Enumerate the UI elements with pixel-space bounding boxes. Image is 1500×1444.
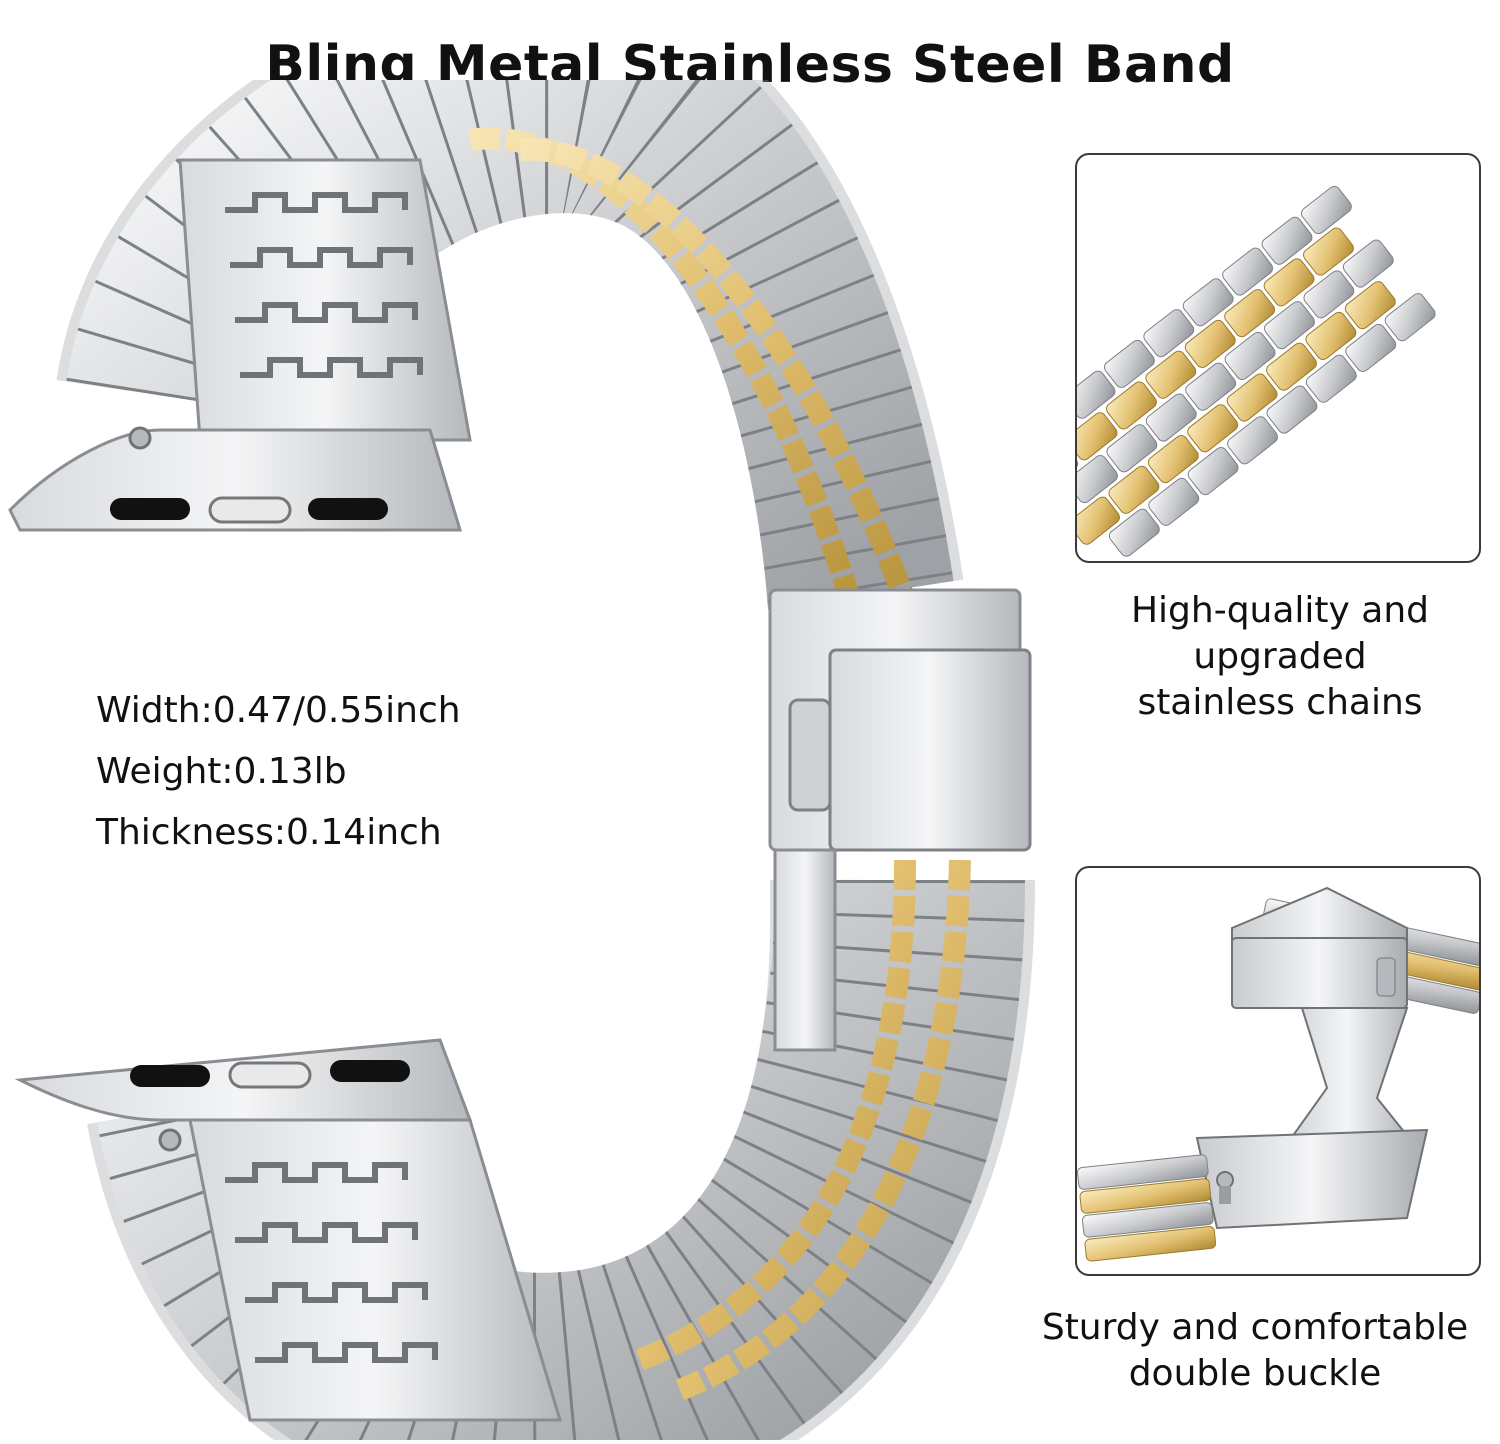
bottom-connector: [14, 1038, 563, 1422]
chain-closeup-illustration: [1077, 185, 1436, 557]
chain-closeup-image: [1075, 153, 1481, 563]
chain-caption-line-1: High-quality and: [1130, 590, 1430, 631]
watch-band-image: [0, 0, 1070, 1444]
buckle: [768, 588, 1032, 1052]
top-connector: [8, 158, 472, 532]
buckle-feature-caption: Sturdy and comfortable double buckle: [1010, 1305, 1500, 1397]
buckle-caption-line-1: Sturdy and comfortable: [1041, 1307, 1469, 1348]
buckle-closeup-illustration: [1077, 886, 1479, 1262]
chain-caption-line-2: upgraded: [1193, 636, 1367, 677]
chain-row-1: [1108, 293, 1436, 557]
buckle-closeup-image: [1075, 866, 1481, 1276]
chain-row-2: [1077, 281, 1396, 545]
buckle-caption-line-2: double buckle: [1128, 1353, 1382, 1394]
watch-band-illustration: [8, 0, 1035, 1444]
chain-row-3: [1077, 239, 1394, 504]
chain-row-5: [1077, 185, 1352, 419]
chain-row-4: [1077, 227, 1354, 492]
chain-feature-caption: High-quality and upgraded stainless chai…: [1070, 588, 1490, 726]
specifications: Width:0.47/0.55inch Weight:0.13lb Thickn…: [96, 680, 516, 863]
spec-weight: Weight:0.13lb: [96, 751, 347, 792]
spec-thickness: Thickness:0.14inch: [96, 812, 442, 853]
spec-width: Width:0.47/0.55inch: [96, 690, 461, 731]
chain-caption-line-3: stainless chains: [1137, 682, 1423, 723]
